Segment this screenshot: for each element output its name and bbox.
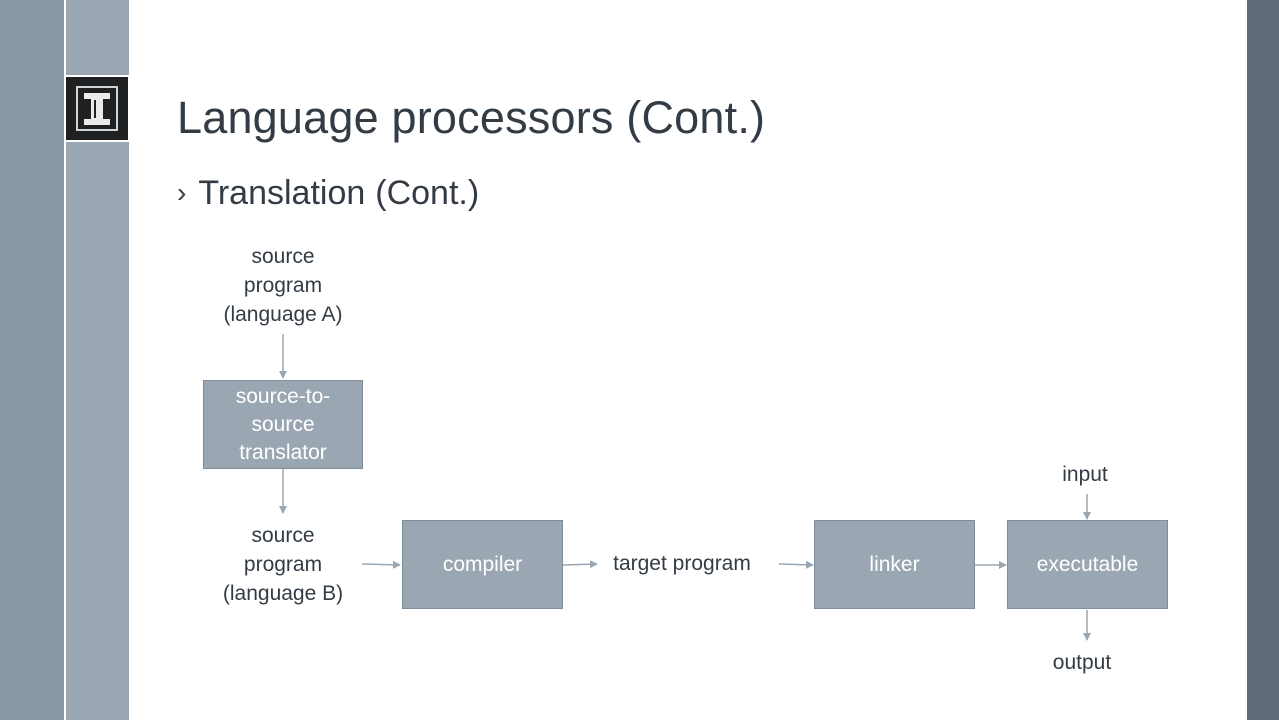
bullet-text-translation: Translation: [198, 174, 366, 212]
university-logo: [64, 75, 130, 142]
arrow-target-to-linker: [778, 560, 814, 569]
box-executable: executable: [1007, 520, 1168, 609]
page-title: Language processors (Cont.): [177, 92, 766, 143]
label-input: input: [1062, 463, 1108, 486]
box-source-to-source-translator: source-to- source translator: [203, 380, 363, 469]
bullet-translation: › Translation(Cont.): [177, 174, 479, 213]
left-decorative-band: [0, 0, 64, 720]
right-decorative-band: [1247, 0, 1279, 720]
band-divider: [64, 0, 66, 720]
block-i-logo-icon: [76, 86, 118, 131]
box-linker: linker: [814, 520, 975, 609]
label-source-program-b: source program (language B): [222, 524, 344, 605]
bullet-chevron-icon: ›: [177, 177, 187, 208]
label-output: output: [1052, 651, 1112, 674]
box-compiler: compiler: [402, 520, 563, 609]
bullet-text-cont: (Cont.): [375, 174, 480, 212]
label-source-program-a: source program (language A): [223, 245, 343, 326]
label-target-program: target program: [613, 552, 751, 575]
arrow-compiler-to-target: [562, 560, 598, 569]
arrow-source-b-to-compiler: [361, 560, 401, 569]
